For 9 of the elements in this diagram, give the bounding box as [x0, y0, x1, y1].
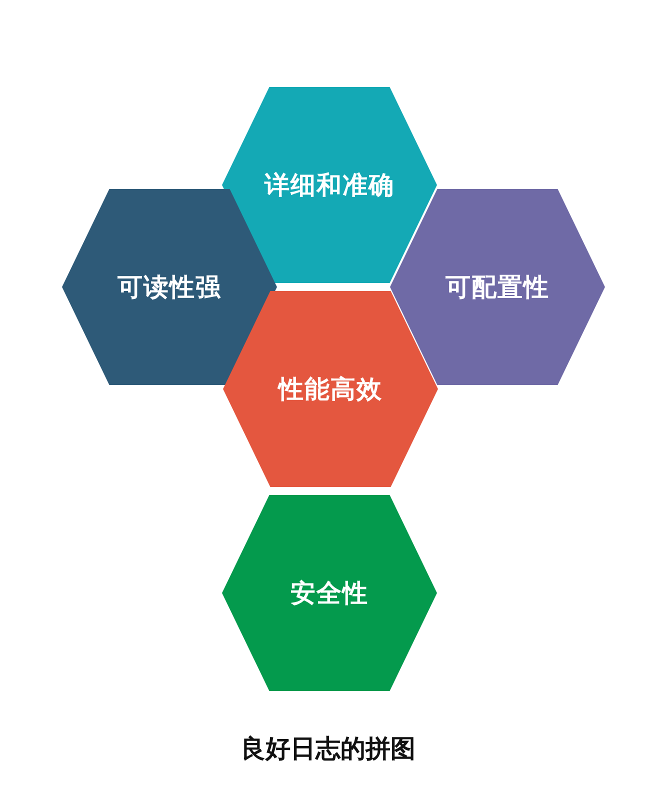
hexagon	[222, 495, 437, 691]
hexagon-label: 可配置性	[444, 272, 550, 304]
caption: 良好日志的拼图	[240, 733, 416, 765]
hexagon-label: 可读性强	[116, 272, 222, 304]
hexagon	[222, 87, 437, 283]
hexagon	[223, 291, 438, 487]
hexagon-label: 详细和准确	[263, 170, 396, 202]
hexagon-label: 性能高效	[276, 374, 384, 406]
hexagon-label: 安全性	[290, 578, 370, 610]
